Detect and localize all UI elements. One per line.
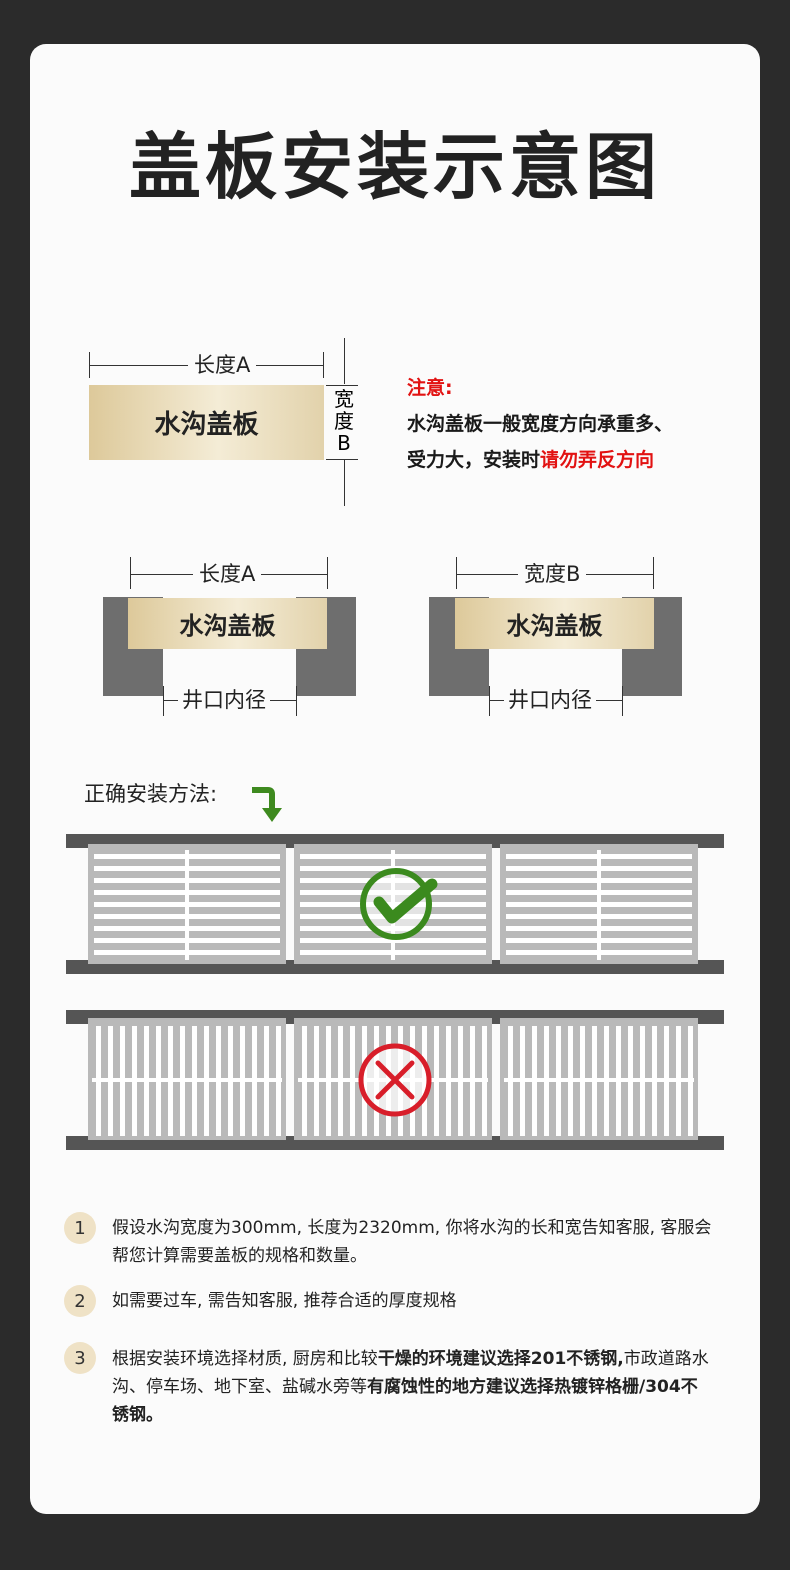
dim-tick bbox=[130, 557, 131, 589]
grating-panel bbox=[88, 1018, 286, 1140]
tip-1-text: 假设水沟宽度为300mm, 长度为2320mm, 你将水沟的长和宽告知客服, 客… bbox=[112, 1218, 712, 1266]
top-dim-label: 宽度B bbox=[518, 562, 587, 586]
drain-cover-plate: 水沟盖板 bbox=[89, 385, 324, 460]
tip-3-text-d: 有腐蚀性的地方建议选择热镀锌格栅/304不锈钢。 bbox=[112, 1377, 698, 1425]
length-label: 长度A bbox=[188, 353, 257, 377]
tip-number-3: 3 bbox=[64, 1342, 96, 1374]
note-warning: 请勿弄反方向 bbox=[540, 449, 655, 471]
bottom-dim-label: 井口内径 bbox=[178, 688, 270, 712]
bottom-dim-label: 井口内径 bbox=[504, 688, 596, 712]
dim-tick bbox=[327, 557, 328, 589]
check-icon bbox=[360, 868, 438, 940]
drain-cover-plate: 水沟盖板 bbox=[455, 598, 654, 649]
wrong-install-diagram bbox=[66, 1010, 724, 1150]
page-title: 盖板安装示意图 bbox=[128, 125, 661, 209]
drain-cover-plate: 水沟盖板 bbox=[128, 598, 327, 649]
note-line-2: 受力大，安装时请勿弄反方向 bbox=[407, 443, 654, 477]
width-label: 宽度B bbox=[331, 388, 357, 454]
tip-number-1: 1 bbox=[64, 1212, 96, 1244]
install-heading: 正确安装方法: bbox=[84, 782, 218, 806]
plate-label: 水沟盖板 bbox=[154, 410, 259, 440]
tip-3-text-a: 根据安装环境选择材质, 厨房和比较 bbox=[112, 1349, 378, 1369]
grating-panel bbox=[500, 1018, 698, 1140]
dim-tick bbox=[489, 686, 490, 716]
plate-label: 水沟盖板 bbox=[179, 612, 276, 640]
dim-tick bbox=[653, 557, 654, 589]
grating-panel bbox=[500, 844, 698, 964]
top-dim-label: 长度A bbox=[193, 562, 262, 586]
tip-3-text-b: 干燥的环境建议选择201不锈钢, bbox=[377, 1349, 624, 1369]
tip-3-text: 根据安装环境选择材质, 厨房和比较干燥的环境建议选择201不锈钢,市政道路水沟、… bbox=[112, 1345, 712, 1429]
dim-tick bbox=[456, 557, 457, 589]
note-line-2-text: 受力大，安装时 bbox=[407, 449, 541, 471]
grating-panel bbox=[88, 844, 286, 964]
tip-3-text-c: 市政道路水沟、停车场、地下室、盐碱水旁等 bbox=[112, 1349, 709, 1397]
note-heading: 注意: bbox=[407, 377, 453, 399]
dim-tick bbox=[296, 686, 297, 716]
width-tick-top bbox=[326, 385, 358, 386]
dim-tick bbox=[622, 686, 623, 716]
note-line-1: 水沟盖板一般宽度方向承重多、 bbox=[407, 413, 674, 435]
width-tick-bottom bbox=[326, 459, 358, 460]
dim-tick bbox=[163, 686, 164, 716]
tip-number-2: 2 bbox=[64, 1285, 96, 1317]
plate-label: 水沟盖板 bbox=[506, 612, 603, 640]
cross-icon bbox=[358, 1043, 432, 1117]
content-card bbox=[30, 44, 760, 1514]
dim-tick-right bbox=[323, 352, 324, 378]
arrow-down-icon bbox=[252, 787, 282, 822]
correct-install-diagram bbox=[66, 834, 724, 974]
width-dim-line-top bbox=[344, 338, 345, 384]
width-dim-line-bottom bbox=[344, 460, 345, 506]
tip-2-text: 如需要过车, 需告知客服, 推荐合适的厚度规格 bbox=[112, 1291, 457, 1311]
